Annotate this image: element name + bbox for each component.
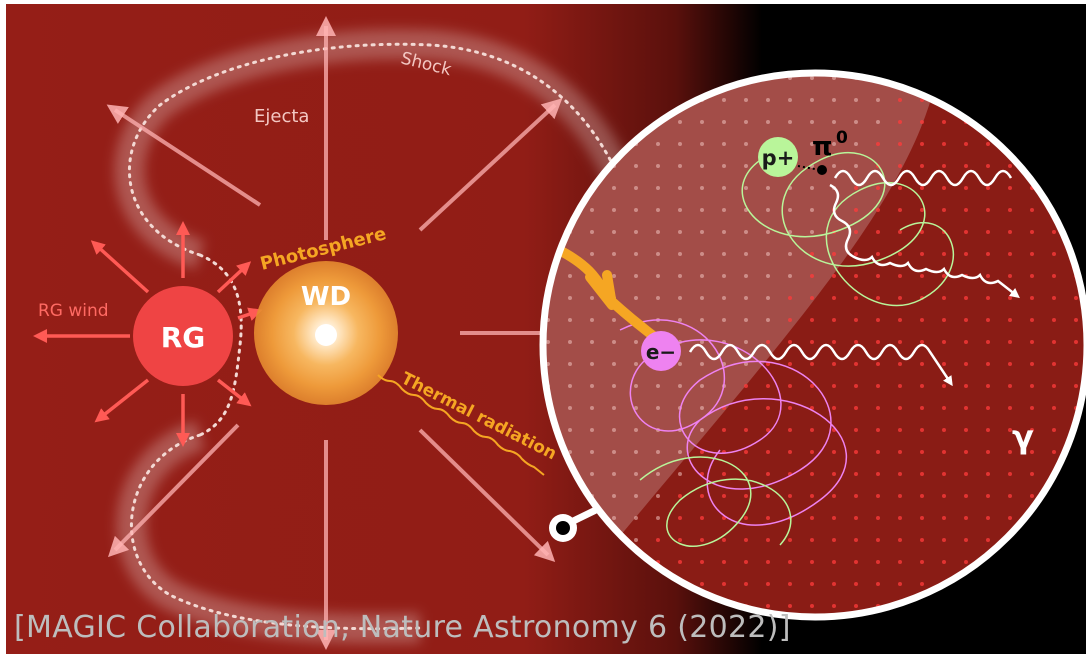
electron-label: e− xyxy=(646,340,676,364)
pion-decay-line xyxy=(797,165,821,171)
proton-label: p+ xyxy=(762,146,795,170)
zoom-inset xyxy=(539,69,1091,621)
ejecta-label: Ejecta xyxy=(254,106,309,127)
gamma-label: γ xyxy=(1012,418,1034,456)
shock-front xyxy=(114,29,634,644)
rg-label: RG xyxy=(161,321,206,354)
gamma-wave-pion-b xyxy=(829,183,1020,299)
wd-label: WD xyxy=(301,282,351,312)
figure-credit: [MAGIC Collaboration, Nature Astronomy 6… xyxy=(14,610,791,645)
rg-wind-label: RG wind xyxy=(38,301,109,321)
ejecta-arrow-downright xyxy=(418,428,556,562)
pion-label: π xyxy=(812,132,833,162)
electron-trajectory xyxy=(619,319,847,526)
pion-particle xyxy=(817,165,827,175)
white-dwarf xyxy=(315,324,337,346)
ejecta-arrow-upright xyxy=(418,98,563,232)
ejecta-arrow-upleft xyxy=(106,104,262,207)
electron-particle xyxy=(641,331,681,371)
gamma-wave-electron xyxy=(688,343,953,387)
electron-beam xyxy=(550,243,670,350)
proton-trajectory xyxy=(639,149,955,547)
ejecta-arrow-downleft xyxy=(107,423,240,558)
rg-wind-arrows xyxy=(33,221,263,447)
ejecta-arrows xyxy=(106,16,570,650)
thermal-radiation-line xyxy=(377,374,545,476)
gamma-wave-pion-a xyxy=(833,169,1013,187)
proton-particle xyxy=(758,137,798,177)
red-giant xyxy=(133,286,233,386)
pion-superscript: 0 xyxy=(836,128,848,148)
